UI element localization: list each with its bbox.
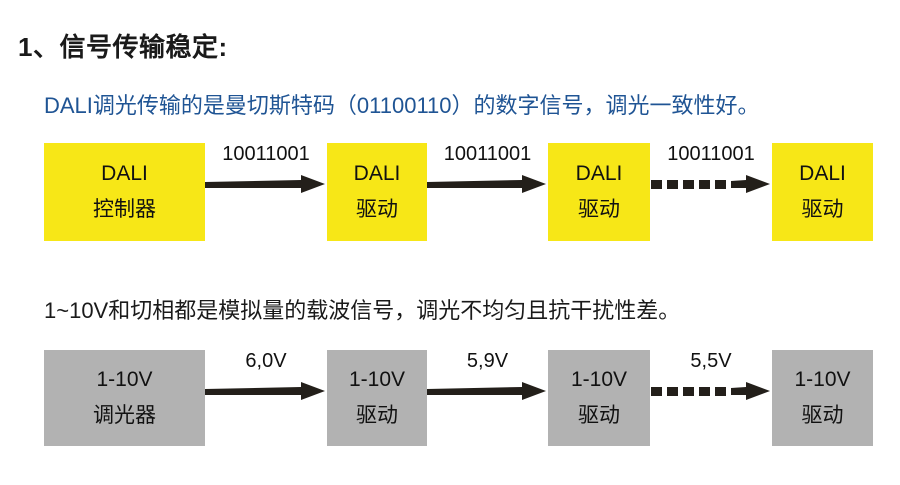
- analog-connector-1-label: 6,0V: [245, 350, 287, 372]
- dali-connector-3: 10011001: [650, 143, 772, 241]
- dali-connector-1-label: 10011001: [222, 143, 310, 165]
- analog-connector-2-label: 5,9V: [466, 350, 509, 372]
- dali-node-driver-1[interactable]: DALI 驱动: [327, 143, 427, 241]
- arrow-solid-icon: [205, 382, 325, 400]
- dali-connector-2-label: 10011001: [443, 143, 532, 165]
- analog-node-driver-2-line1: 1-10V: [570, 367, 628, 391]
- dali-flow-diagram: DALI 控制器 10011001 DALI 驱动 10011001 DALI …: [0, 143, 900, 241]
- analog-node-dimmer-line1: 1-10V: [96, 367, 153, 391]
- dali-node-driver-3-line1: DALI: [799, 161, 846, 185]
- arrow-solid-icon: [205, 175, 325, 193]
- dali-node-driver-1-line1: DALI: [353, 161, 401, 185]
- analog-node-dimmer[interactable]: 1-10V 调光器: [44, 350, 205, 446]
- arrow-dashed-icon: [651, 175, 770, 193]
- dali-node-controller-line1: DALI: [101, 161, 148, 185]
- analog-node-driver-1[interactable]: 1-10V 驱动: [327, 350, 427, 446]
- dali-node-driver-2-line1: DALI: [575, 161, 623, 185]
- dali-node-driver-3[interactable]: DALI 驱动: [772, 143, 873, 241]
- arrow-solid-icon: [427, 175, 546, 193]
- dali-statement-text: DALI调光传输的是曼切斯特码（01100110）的数字信号，调光一致性好。: [44, 93, 760, 118]
- analog-node-driver-1-line1: 1-10V: [348, 367, 406, 391]
- dali-connector-2: 10011001: [427, 143, 548, 241]
- dali-connector-3-label: 10011001: [667, 143, 755, 165]
- analog-node-driver-3[interactable]: 1-10V 驱动: [772, 350, 873, 446]
- analog-connector-3-label: 5,5V: [690, 350, 732, 372]
- analog-connector-3: 5,5V: [650, 350, 772, 448]
- analog-node-driver-2-line2: 驱动: [578, 404, 620, 427]
- analog-connector-1: 6,0V: [205, 350, 327, 448]
- dali-connector-1: 10011001: [205, 143, 327, 241]
- analog-node-dimmer-line2: 调光器: [93, 404, 156, 427]
- dali-node-controller[interactable]: DALI 控制器: [44, 143, 205, 241]
- dali-node-controller-line2: 控制器: [93, 198, 156, 221]
- dali-node-driver-1-line2: 驱动: [356, 198, 398, 221]
- section-heading: 1、信号传输稳定:: [18, 32, 228, 62]
- dali-node-driver-3-line2: 驱动: [801, 198, 844, 221]
- analog-node-driver-1-line2: 驱动: [356, 404, 398, 427]
- analog-flow-diagram: 1-10V 调光器 6,0V 1-10V 驱动 5,9V 1-10V 驱动 5,…: [0, 350, 900, 446]
- analog-connector-2: 5,9V: [427, 350, 548, 448]
- analog-statement-text: 1~10V和切相都是模拟量的载波信号，调光不均匀且抗干扰性差。: [44, 298, 681, 323]
- analog-node-driver-3-line2: 驱动: [801, 404, 844, 427]
- analog-node-driver-2[interactable]: 1-10V 驱动: [548, 350, 650, 446]
- analog-node-driver-3-line1: 1-10V: [794, 367, 851, 391]
- arrow-solid-icon: [427, 382, 546, 400]
- arrow-dashed-icon: [651, 382, 770, 400]
- dali-node-driver-2-line2: 驱动: [578, 198, 620, 221]
- dali-node-driver-2[interactable]: DALI 驱动: [548, 143, 650, 241]
